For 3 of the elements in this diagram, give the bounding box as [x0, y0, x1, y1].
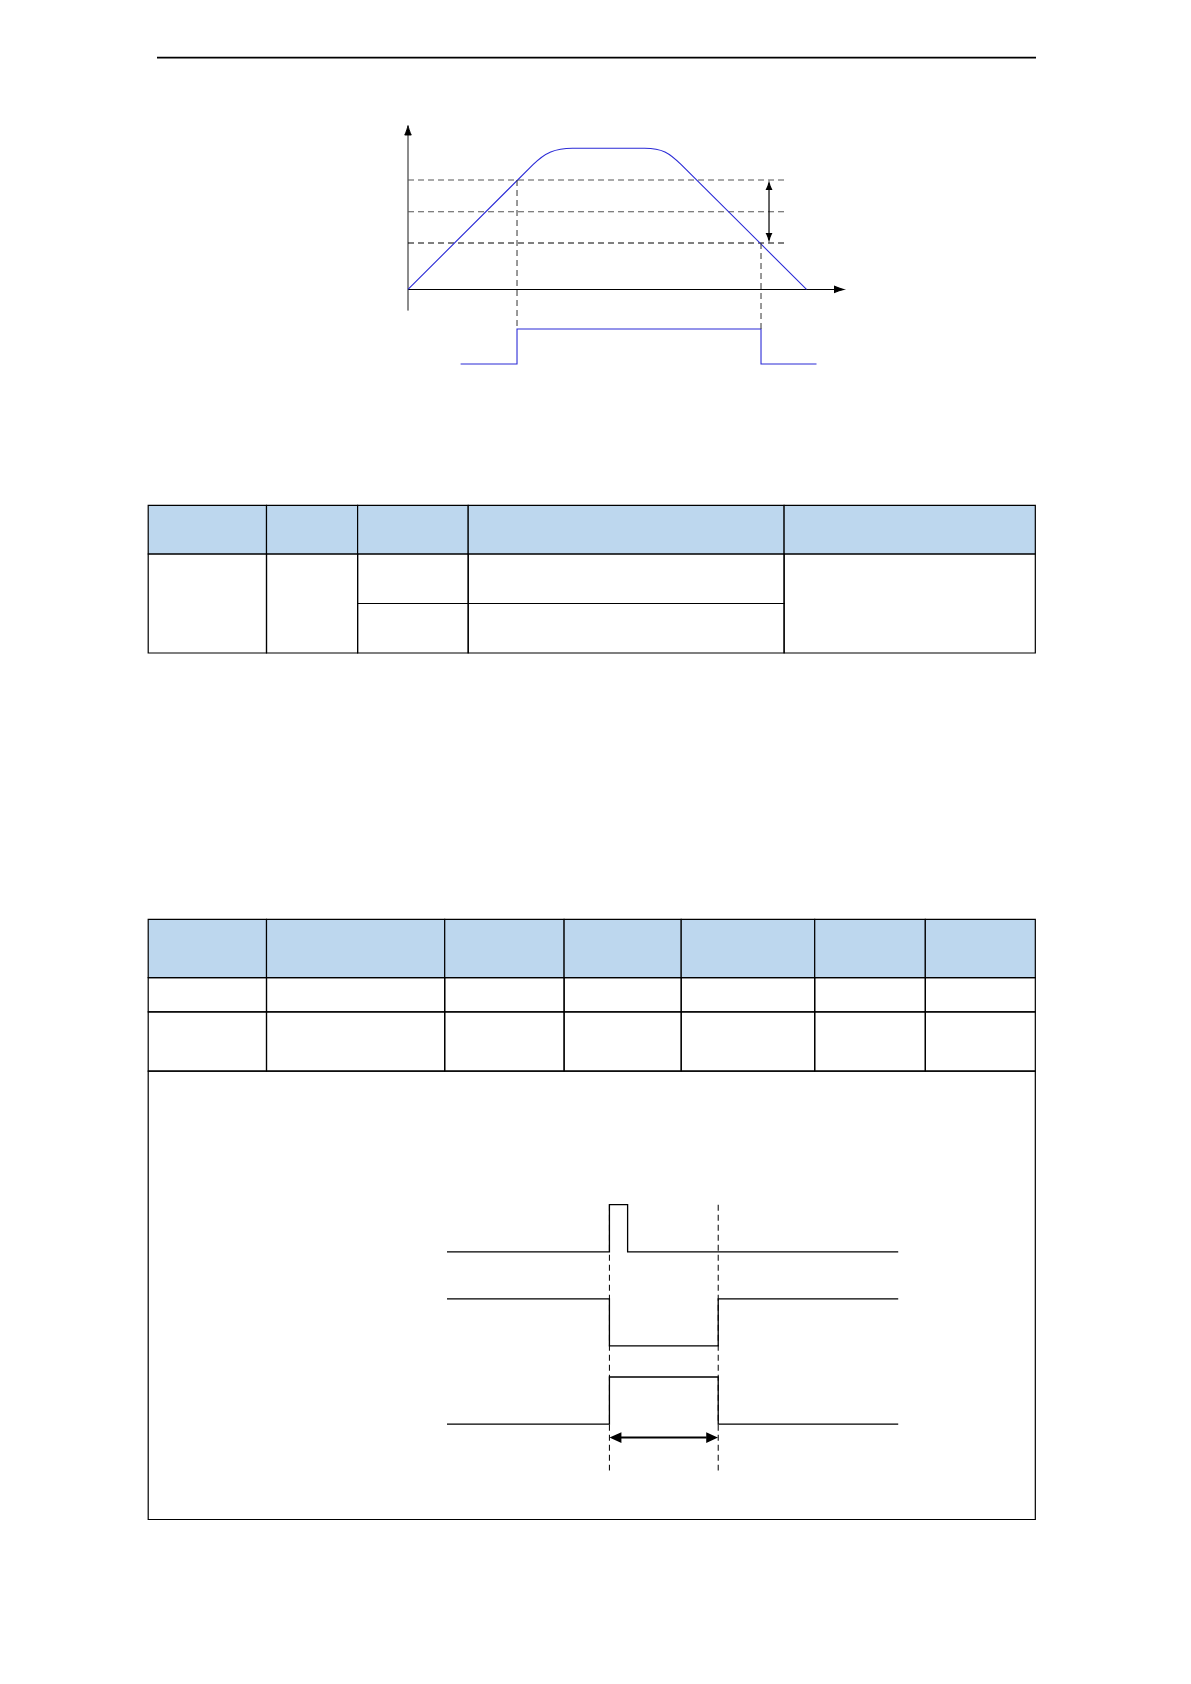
pulse-waveform	[460, 328, 818, 365]
projection-line	[760, 242, 762, 330]
speed-curve	[407, 147, 808, 290]
